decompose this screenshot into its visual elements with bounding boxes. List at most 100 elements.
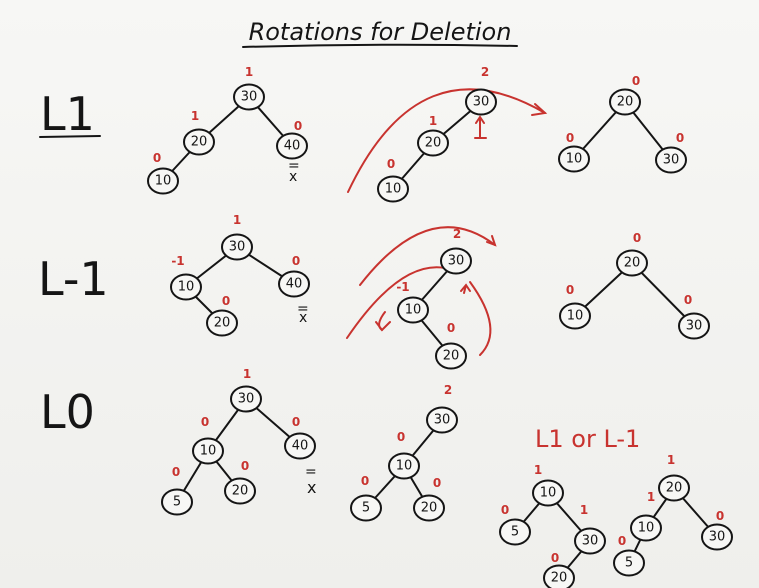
tree-layer: 30120140010030220110020010030030110-1400… xyxy=(147,65,733,588)
node-circle xyxy=(192,437,224,465)
rotation-arrow-l1 xyxy=(347,88,546,193)
tree-node: 10-1 xyxy=(396,280,429,324)
tree-node: 50 xyxy=(499,503,531,546)
node-circle xyxy=(532,479,564,507)
node-circle xyxy=(278,270,310,298)
node-circle xyxy=(388,452,420,480)
balance-factor: 0 xyxy=(387,157,395,171)
rotation-arrow-l-1-top-head xyxy=(486,235,497,247)
pivot-mark-l1 xyxy=(474,115,487,139)
tree-node: 10 0 xyxy=(388,430,420,480)
balance-factor: 0 xyxy=(397,430,405,444)
page-title: Rotations for Deletion xyxy=(249,18,512,46)
tree-node: 300 xyxy=(701,509,733,551)
balance-factor: 2 xyxy=(481,65,489,79)
balance-factor: 0 xyxy=(172,465,180,479)
tree-node: 300 xyxy=(678,293,710,340)
node-value: 20 xyxy=(443,349,460,364)
node-value: 5 xyxy=(625,556,633,571)
node-value: 20 xyxy=(214,316,231,331)
node-value: 20 xyxy=(551,571,568,586)
tree-node: 302 xyxy=(465,65,497,116)
balance-factor: 0 xyxy=(566,283,574,297)
tree-node: 400 xyxy=(276,119,308,160)
node-circle xyxy=(276,132,308,160)
node-circle xyxy=(616,249,648,277)
deleted-mark-bar-l-1: = xyxy=(297,301,309,317)
node-value: 20 xyxy=(624,256,641,271)
node-value: 30 xyxy=(241,90,258,105)
node-value: 10 xyxy=(638,521,655,536)
node-circle xyxy=(426,406,458,434)
node-circle xyxy=(224,477,256,505)
node-value: 30 xyxy=(448,254,465,269)
pivot-mark-l-1 xyxy=(460,283,471,294)
balance-factor: 0 xyxy=(153,151,161,165)
tree-node: 100 xyxy=(558,131,590,173)
balance-factor: 0 xyxy=(618,534,626,548)
tree-node: 101 xyxy=(532,463,564,507)
deleted-mark-l-1: x xyxy=(299,310,307,326)
tree-node: 400 xyxy=(284,415,316,460)
balance-factor: 1 xyxy=(534,463,542,477)
node-circle xyxy=(658,474,690,502)
tree-node: 201 xyxy=(183,109,215,156)
node-value: 30 xyxy=(686,319,703,334)
balance-factor: 0 xyxy=(294,119,302,133)
deleted-mark-l0: x xyxy=(307,478,316,497)
balance-factor: 0 xyxy=(361,474,369,488)
tree-node: 10 1 xyxy=(630,490,662,542)
tree-node: 200 xyxy=(224,459,256,505)
node-circle xyxy=(284,432,316,460)
node-circle xyxy=(350,494,382,522)
node-circle xyxy=(230,385,262,413)
node-value: 30 xyxy=(663,153,680,168)
tree-node: 301 xyxy=(230,367,262,413)
tree-node: 100 xyxy=(147,151,179,195)
tree-node: 302 xyxy=(440,227,472,275)
tree-node: 200 xyxy=(413,476,445,522)
node-value: 30 xyxy=(582,534,599,549)
node-circle xyxy=(440,247,472,275)
tree-node: 200 xyxy=(609,74,641,116)
node-value: 10 xyxy=(385,182,402,197)
node-value: 30 xyxy=(709,530,726,545)
title-underline xyxy=(242,43,518,48)
node-value: 10 xyxy=(396,459,413,474)
case-label-l0: L0 xyxy=(40,385,95,439)
tree-node: 10 0 xyxy=(192,415,224,465)
tree-node: 10 0 xyxy=(377,157,409,203)
tree-node: 200 xyxy=(435,321,467,370)
node-value: 40 xyxy=(286,277,303,292)
node-circle xyxy=(435,342,467,370)
node-value: 10 xyxy=(200,444,217,459)
node-circle xyxy=(183,128,215,156)
deleted-mark-l1: x xyxy=(289,169,297,185)
node-circle xyxy=(417,129,449,157)
balance-factor: 1 xyxy=(647,490,655,504)
balance-factor: 0 xyxy=(201,415,209,429)
balance-factor: 0 xyxy=(222,294,230,308)
balance-factor: 0 xyxy=(551,551,559,565)
node-value: 20 xyxy=(425,136,442,151)
node-circle xyxy=(221,233,253,261)
node-value: 30 xyxy=(434,413,451,428)
case-label-l-1: L-1 xyxy=(38,252,109,306)
tree-node: 301 xyxy=(233,65,265,111)
node-value: 10 xyxy=(178,280,195,295)
node-value: 20 xyxy=(617,95,634,110)
node-circle xyxy=(613,549,645,577)
balance-factor: 1 xyxy=(580,503,588,517)
node-circle xyxy=(630,514,662,542)
deleted-mark-bar-l0: = xyxy=(305,464,317,480)
tree-node: 301 xyxy=(221,213,253,261)
rotation-arrow-l-1-right xyxy=(469,281,492,356)
node-value: 5 xyxy=(362,501,370,516)
deleted-mark-bar-l1: = xyxy=(288,158,300,174)
balance-factor: 1 xyxy=(191,109,199,123)
balance-factor: 0 xyxy=(566,131,574,145)
tree-node: 201 xyxy=(417,114,449,157)
